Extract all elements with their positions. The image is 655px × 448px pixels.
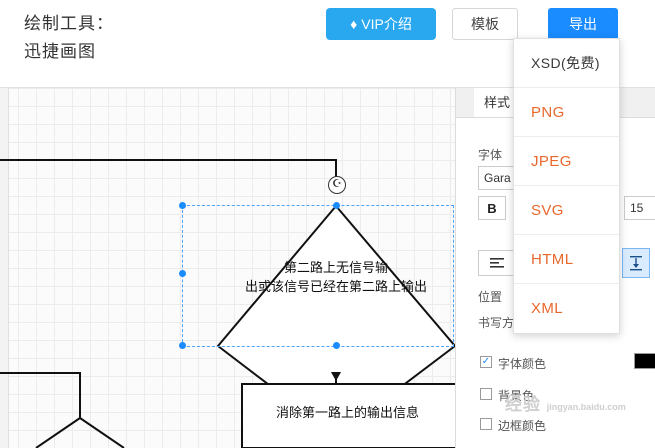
export-dropdown-menu[interactable]: XSD(免费) PNG JPEG SVG HTML XML — [513, 38, 620, 334]
selection-handle-top-left[interactable] — [179, 202, 186, 209]
background-color-checkbox[interactable] — [480, 388, 492, 400]
align-left-icon[interactable] — [478, 250, 516, 276]
app-title-line1: 绘制工具： — [24, 14, 114, 33]
vertical-align-icon[interactable] — [622, 248, 650, 278]
export-menu-item-label: SVG — [531, 202, 564, 219]
watermark-sub: jingyan.baidu.com — [546, 402, 626, 412]
background-color-label: 背景色 — [498, 389, 535, 403]
selection-handle-top-center[interactable] — [333, 202, 340, 209]
vip-intro-button[interactable]: ♦ VIP介绍 — [326, 8, 436, 40]
export-menu-item-label: JPEG — [531, 153, 572, 170]
export-menu-item-label: XML — [531, 300, 564, 317]
app-title: 绘制工具： 迅捷画图 — [24, 10, 204, 66]
canvas-left-ruler — [0, 88, 9, 448]
export-button-label: 导出 — [569, 16, 597, 32]
font-color-checkbox[interactable]: ✓ — [480, 356, 492, 368]
watermark: 经验 jingyan.baidu.com — [505, 390, 626, 415]
border-color-checkbox[interactable] — [480, 418, 492, 430]
watermark-text: 经验 — [505, 395, 541, 414]
font-label: 字体 — [478, 148, 503, 162]
app-title-line2: 迅捷画图 — [24, 42, 96, 61]
diamond-label: 第二路上无信号输 出或该信号已经在第二路上输出 — [226, 258, 446, 296]
export-menu-item-jpeg[interactable]: JPEG — [514, 137, 619, 186]
vertical-align-glyph — [630, 256, 642, 271]
align-left-glyph — [490, 258, 504, 268]
diamond-icon: ♦ — [350, 16, 358, 32]
export-menu-item-png[interactable]: PNG — [514, 88, 619, 137]
diamond-label-line2: 出或该信号已经在第二路上输出 — [244, 279, 427, 294]
export-menu-item-xsd[interactable]: XSD(免费) — [514, 39, 619, 88]
export-menu-item-html[interactable]: HTML — [514, 235, 619, 284]
export-menu-item-label: XSD(免费) — [531, 55, 600, 71]
template-button-label: 模板 — [471, 16, 499, 32]
font-size-input[interactable]: 15 — [624, 196, 655, 220]
tab-style-label: 样式 — [484, 95, 511, 110]
selection-handle-bottom-left[interactable] — [179, 342, 186, 349]
rotate-handle-icon[interactable]: ☪ — [328, 176, 346, 194]
export-button[interactable]: 导出 — [548, 8, 618, 40]
bold-button-label: B — [487, 200, 497, 216]
bold-button[interactable]: B — [478, 196, 506, 220]
diagram-shapes — [0, 159, 458, 448]
export-menu-item-xml[interactable]: XML — [514, 284, 619, 333]
export-menu-item-svg[interactable]: SVG — [514, 186, 619, 235]
font-family-value: Gara — [484, 171, 511, 185]
font-color-label: 字体颜色 — [498, 357, 547, 371]
position-label: 位置 — [478, 290, 503, 304]
template-button[interactable]: 模板 — [452, 8, 518, 40]
export-menu-item-label: PNG — [531, 104, 565, 121]
vip-button-label: VIP介绍 — [361, 16, 412, 32]
border-color-label: 边框颜色 — [498, 419, 547, 433]
font-size-value: 15 — [630, 201, 644, 215]
selection-handle-middle-left[interactable] — [179, 270, 186, 277]
selection-box — [182, 205, 454, 347]
export-menu-item-label: HTML — [531, 251, 574, 268]
tab-other[interactable] — [624, 88, 655, 117]
font-color-swatch[interactable] — [634, 353, 655, 369]
process-box-label: 消除第一路上的输出信息 — [275, 405, 419, 420]
selection-handle-bottom-center[interactable] — [333, 342, 340, 349]
diamond-label-line1: 第二路上无信号输 — [283, 260, 388, 275]
